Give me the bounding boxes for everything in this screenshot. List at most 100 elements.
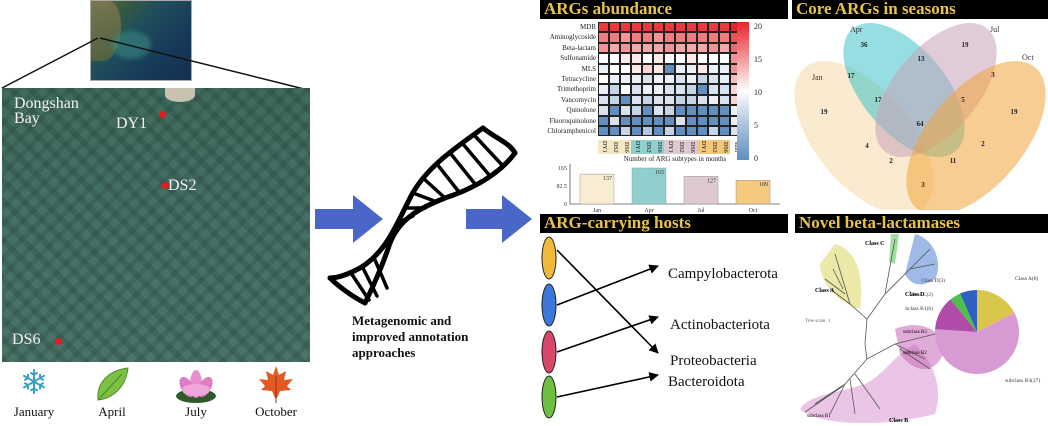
phylum-bacteroidota: Bacteroidota	[668, 374, 745, 390]
heatmap-cell	[686, 126, 697, 137]
heatmap-cell	[598, 84, 609, 95]
bar-value-label: 127	[707, 178, 716, 184]
host-link-arrow	[556, 249, 659, 354]
host-ellipse-host-blue	[541, 283, 557, 327]
heatmap-column-label: DY1	[697, 140, 708, 154]
heatmap-cell	[664, 42, 675, 54]
heatmap-cell	[598, 32, 609, 43]
heatmap-cell	[719, 53, 730, 64]
heatmap-cell	[653, 115, 664, 126]
heatmap-row-label: Beta-lactam	[562, 43, 596, 52]
venn-region-count: 17	[875, 96, 883, 104]
site-label-ds2: DS2	[168, 177, 197, 194]
venn-set-label: Jan	[812, 73, 823, 82]
heatmap-cell	[719, 63, 730, 74]
heatmap-cell	[697, 53, 708, 64]
heatmap-row-label: MDR	[580, 23, 596, 31]
venn-set-jul	[875, 23, 997, 157]
heatmap-cell	[708, 32, 719, 43]
heatmap-cell	[664, 115, 675, 126]
heatmap-cell	[642, 84, 653, 95]
heatmap-cell	[653, 32, 664, 43]
bay-label-line2: Bay	[14, 110, 40, 127]
heatmap-cell	[719, 105, 730, 116]
heatmap-cell	[675, 42, 686, 54]
y-tick-label: 165	[558, 166, 567, 172]
heatmap-cell	[686, 42, 697, 54]
heatmap-cell	[598, 115, 609, 126]
heatmap-xlabel: Number of ARG subtypes in months	[623, 155, 727, 163]
heatmap-cell	[697, 22, 708, 33]
heatmap-cell	[664, 22, 675, 33]
heatmap-row-label: Fluoroquinolone	[549, 116, 596, 125]
tree-branches	[804, 238, 936, 415]
heatmap-cell	[675, 22, 686, 33]
heatmap-column-label: DS2	[642, 140, 653, 154]
heatmap-row-label: Chloramphenicol	[547, 126, 596, 135]
heatmap-cell	[620, 74, 631, 85]
zoom-line-right	[99, 37, 309, 91]
heatmap-cell	[609, 32, 620, 43]
heatmap-row-label: Quinolone	[566, 106, 596, 115]
heatmap-cell	[620, 126, 631, 137]
heatmap-cell	[719, 22, 730, 33]
heatmap-cell	[686, 22, 697, 33]
heatmap-cell	[708, 63, 719, 74]
venn-region-count: 5	[961, 96, 965, 104]
zoom-connector-lines	[1, 37, 309, 91]
heatmap-cell	[664, 74, 675, 85]
bar	[631, 167, 667, 205]
heatmap-cell	[719, 94, 730, 106]
heatmap-column-label: DY1	[664, 140, 675, 154]
bay-label-line1: Dongshan	[14, 95, 79, 112]
main-satellite-map[interactable]: Dongshan Bay DY1 DS2 DS6	[2, 88, 310, 362]
venn-region-count: 2	[889, 157, 893, 165]
heatmap-cell	[642, 126, 653, 137]
method-caption: Metagenomic and improved annotation appr…	[352, 313, 532, 361]
clade-class-a	[820, 244, 862, 309]
pie-chart: Class A(8)subclass B3(27)subclass B1(6)C…	[905, 275, 1040, 384]
heatmap-cell	[719, 115, 730, 126]
heatmap-cell	[708, 105, 719, 116]
heatmap-cell	[653, 22, 664, 33]
heatmap-cell	[609, 94, 620, 106]
site-marker-dy1[interactable]	[159, 111, 166, 118]
phylum-campylobacterota: Campylobacterota	[668, 266, 778, 282]
colorbar	[737, 22, 749, 160]
host-ellipse-host-green	[541, 375, 557, 419]
heatmap-cell	[598, 94, 609, 106]
method-line: improved annotation	[352, 329, 469, 344]
heatmap-cell	[664, 105, 675, 116]
pie-slice	[935, 312, 1019, 374]
site-marker-ds2[interactable]	[162, 182, 169, 189]
venn-region-count: 17	[848, 72, 856, 80]
heatmap-cell	[664, 126, 675, 137]
label-subclass-b2: subclass B2	[903, 351, 927, 356]
y-tick-label: 82.5	[557, 184, 568, 190]
bar	[579, 173, 615, 205]
pie-slice	[977, 290, 1015, 332]
colorbar-tick-label: 10	[754, 88, 762, 97]
heatmap-cell	[609, 42, 620, 54]
season-label: October	[255, 404, 297, 419]
host-ellipse-host-red	[541, 330, 557, 374]
lotus-shape	[176, 370, 216, 403]
heatmap-cell	[653, 63, 664, 74]
site-label-ds6: DS6	[12, 331, 41, 348]
heatmap-cell	[675, 105, 686, 116]
heatmap-cell	[708, 126, 719, 137]
bar	[735, 179, 771, 205]
heatmap-cell	[653, 105, 664, 116]
site-marker-ds6[interactable]	[55, 338, 62, 345]
heatmap-cell	[675, 53, 686, 64]
venn-region-count: 11	[950, 157, 957, 165]
heatmap-row-label: Trimethoprim	[556, 85, 596, 94]
venn-panel-title: Core ARGs in seasons	[792, 0, 1048, 19]
heatmap-cell	[719, 74, 730, 85]
heatmap-cell	[620, 84, 631, 95]
heatmap-cell	[620, 53, 631, 64]
heatmap-cell	[642, 94, 653, 106]
leaf-icon	[82, 364, 142, 404]
heatmap-cell	[664, 84, 675, 95]
